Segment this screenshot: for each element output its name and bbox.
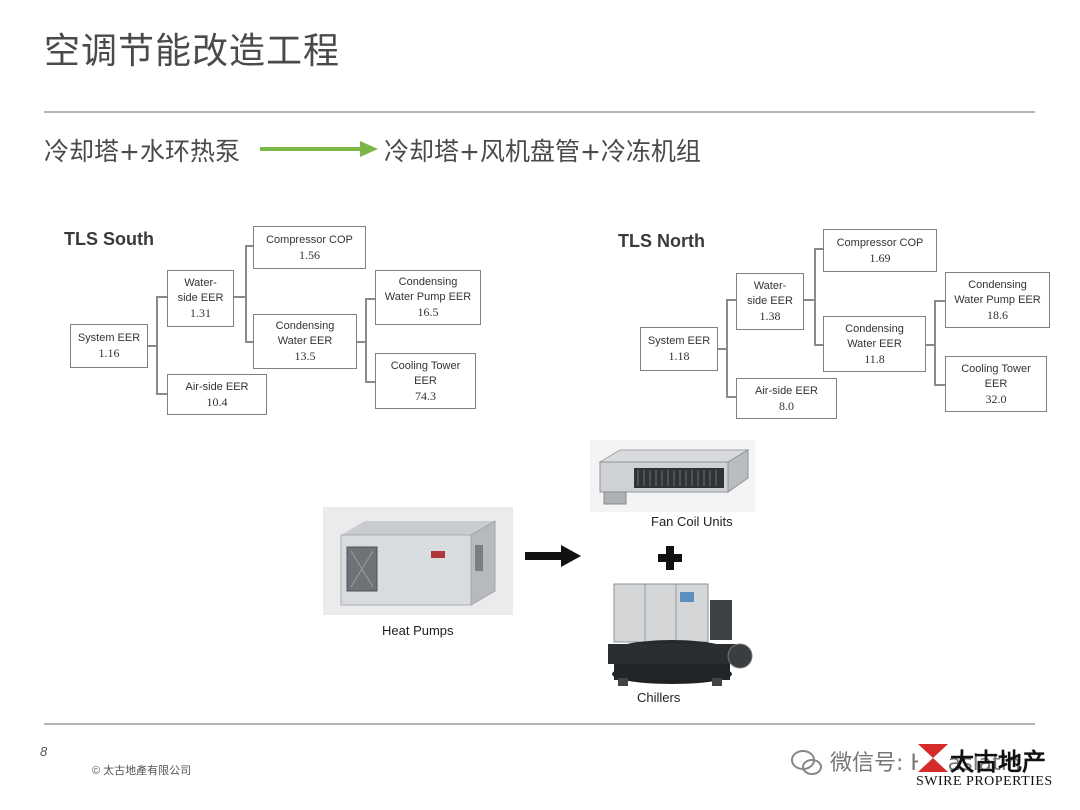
slide-title: 空调节能改造工程 [44, 31, 341, 72]
north-water-side-eer-box: Water- side EER 1.38 [736, 273, 804, 330]
north-condensing-water-pump-eer-box: Condensing Water Pump EER 18.6 [945, 272, 1050, 328]
north-region-title: TLS North [618, 231, 705, 251]
heat-pumps-caption: Heat Pumps [382, 623, 454, 638]
south-region-title: TLS South [64, 229, 154, 249]
connector [726, 396, 736, 398]
north-cooling-tower-eer-box: Cooling Tower EER 32.0 [945, 356, 1047, 412]
chiller-image [600, 578, 760, 686]
connector [718, 348, 727, 350]
connector [934, 300, 936, 385]
connector [156, 296, 167, 298]
swire-logo-english: SWIRE PROPERTIES [916, 774, 1053, 789]
north-system-eer-box: System EER 1.18 [640, 327, 718, 371]
south-condensing-water-pump-eer-box: Condensing Water Pump EER 16.5 [375, 270, 481, 325]
south-air-side-eer-box: Air-side EER 10.4 [167, 374, 267, 415]
connector [234, 296, 246, 298]
copyright-text: © 太古地產有限公司 [92, 765, 192, 777]
connector [814, 248, 823, 250]
fan-coil-units-caption: Fan Coil Units [651, 514, 733, 529]
green-arrow-icon [260, 141, 378, 157]
from-system-text: 冷却塔+水环热泵 [44, 137, 240, 166]
south-compressor-cop-box: Compressor COP 1.56 [253, 226, 366, 269]
north-air-side-eer-box: Air-side EER 8.0 [736, 378, 837, 419]
north-compressor-cop-box: Compressor COP 1.69 [823, 229, 937, 272]
connector [926, 344, 935, 346]
connector [726, 299, 728, 397]
connector [156, 296, 158, 394]
title-divider [44, 111, 1035, 113]
connector [245, 341, 253, 343]
swire-logo-chinese: 太古地产 [950, 748, 1046, 776]
connector [357, 341, 366, 343]
south-system-eer-box: System EER 1.16 [70, 324, 148, 368]
south-water-side-eer-box: Water- side EER 1.31 [167, 270, 234, 327]
wechat-icon [791, 750, 822, 775]
connector [365, 298, 375, 300]
swire-logo-icon [918, 744, 948, 772]
connector [934, 300, 945, 302]
black-arrow-icon [525, 545, 581, 567]
connector [814, 248, 816, 345]
fan-coil-unit-image [590, 440, 755, 512]
plus-icon [658, 546, 682, 570]
footer-divider [44, 723, 1035, 725]
connector [245, 245, 247, 342]
connector [245, 245, 253, 247]
heat-pump-image [323, 507, 513, 615]
connector [148, 345, 157, 347]
connector [156, 393, 167, 395]
south-cooling-tower-eer-box: Cooling Tower EER 74.3 [375, 353, 476, 409]
connector [804, 299, 815, 301]
connector [726, 299, 736, 301]
north-condensing-water-eer-box: Condensing Water EER 11.8 [823, 316, 926, 372]
south-condensing-water-eer-box: Condensing Water EER 13.5 [253, 314, 357, 369]
to-system-text: 冷却塔+风机盘管+冷冻机组 [384, 137, 701, 166]
connector [365, 298, 367, 382]
page-number: 8 [40, 744, 48, 759]
connector [814, 344, 823, 346]
connector [934, 384, 945, 386]
chillers-caption: Chillers [637, 690, 681, 705]
connector [365, 381, 375, 383]
